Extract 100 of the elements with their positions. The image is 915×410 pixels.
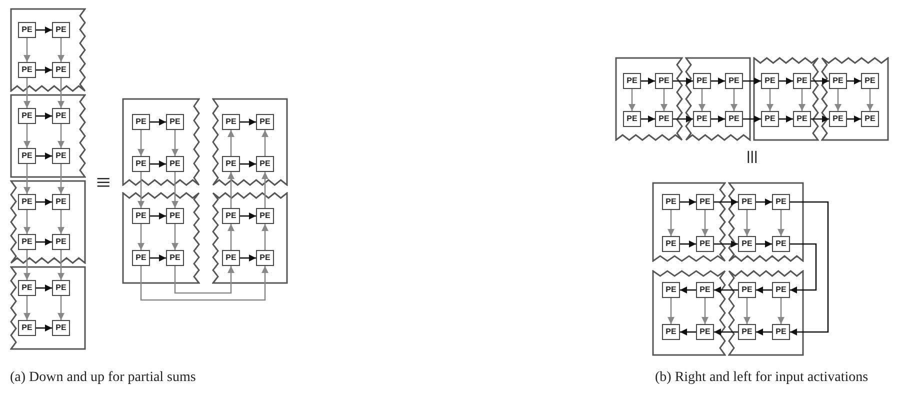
arrow	[711, 116, 725, 122]
arrow	[766, 89, 774, 111]
arrow	[138, 172, 144, 208]
caption: (b) Right and left for input activations	[655, 370, 868, 386]
arrow	[138, 130, 144, 156]
processing-element-box: PE	[222, 208, 240, 224]
processing-element-box: PE	[222, 114, 240, 130]
processing-element-box: PE	[696, 194, 714, 210]
arrow	[36, 324, 52, 332]
tile-panel	[821, 57, 889, 141]
processing-element-box: PE	[132, 208, 150, 224]
arrow	[24, 250, 30, 280]
arrow	[58, 250, 64, 280]
arrow	[730, 89, 738, 111]
tile-panel	[212, 98, 288, 186]
arrow	[756, 328, 772, 336]
processing-element-box: PE	[655, 111, 673, 127]
processing-element-box: PE	[18, 320, 36, 336]
tile-panel	[10, 8, 86, 92]
processing-element-box: PE	[772, 282, 790, 298]
processing-element-box: PE	[772, 194, 790, 210]
arrow	[150, 160, 166, 168]
arrow	[58, 164, 64, 194]
arrow	[24, 296, 30, 320]
processing-element-box: PE	[738, 324, 756, 340]
tile-panel	[10, 180, 86, 264]
processing-element-box: PE	[772, 324, 790, 340]
processing-element-box: PE	[256, 156, 274, 172]
tile-panel	[652, 182, 726, 262]
arrow	[240, 118, 256, 126]
arrow	[711, 78, 725, 84]
arrow	[714, 240, 738, 248]
processing-element-box: PE	[52, 148, 70, 164]
arrow	[743, 116, 761, 122]
arrow	[36, 66, 52, 74]
processing-element-box: PE	[132, 114, 150, 130]
processing-element-box: PE	[772, 236, 790, 252]
processing-element-box: PE	[222, 250, 240, 266]
processing-element-box: PE	[696, 236, 714, 252]
arrow	[744, 298, 750, 324]
processing-element-box: PE	[256, 208, 274, 224]
arrow	[240, 160, 256, 168]
arrow	[668, 298, 674, 324]
processing-element-box: PE	[861, 73, 879, 89]
arrow	[660, 89, 668, 111]
equivalence-sign: ≡	[96, 168, 111, 198]
processing-element-box: PE	[793, 111, 811, 127]
processing-element-box: PE	[662, 194, 680, 210]
processing-element-box: PE	[861, 111, 879, 127]
arrow	[172, 172, 178, 208]
arrow	[36, 198, 52, 206]
processing-element-box: PE	[725, 73, 743, 89]
arrow	[680, 328, 696, 336]
processing-element-box: PE	[166, 156, 184, 172]
arrow	[24, 78, 30, 108]
arrow	[673, 78, 693, 84]
processing-element-box: PE	[52, 62, 70, 78]
arrow	[790, 201, 829, 336]
arrow	[680, 240, 696, 248]
processing-element-box: PE	[52, 194, 70, 210]
arrow	[641, 78, 655, 84]
processing-element-box: PE	[166, 114, 184, 130]
arrow	[174, 266, 234, 294]
processing-element-box: PE	[829, 111, 847, 127]
processing-element-box: PE	[52, 108, 70, 124]
arrow	[714, 328, 738, 336]
arrow	[778, 210, 784, 236]
processing-element-box: PE	[655, 73, 673, 89]
arrow	[702, 210, 708, 236]
tile-panel	[652, 270, 726, 356]
caption: (a) Down and up for partial sums	[10, 370, 196, 386]
arrow	[778, 298, 784, 324]
arrow	[756, 198, 772, 206]
arrow	[702, 298, 708, 324]
processing-element-box: PE	[132, 250, 150, 266]
processing-element-box: PE	[256, 250, 274, 266]
processing-element-box: PE	[662, 324, 680, 340]
arrow	[58, 210, 64, 234]
tile-panel	[212, 192, 288, 284]
processing-element-box: PE	[623, 73, 641, 89]
processing-element-box: PE	[18, 234, 36, 250]
arrow	[698, 89, 706, 111]
arrow	[847, 78, 861, 84]
arrow	[172, 224, 178, 250]
tile-panel	[615, 57, 683, 141]
arrow	[743, 78, 761, 84]
arrow	[228, 172, 234, 208]
arrow	[36, 152, 52, 160]
tile-panel	[728, 182, 804, 262]
arrow	[680, 198, 696, 206]
arrow	[866, 89, 874, 111]
arrow	[58, 78, 64, 108]
processing-element-box: PE	[18, 22, 36, 38]
arrow	[228, 224, 234, 250]
arrow	[756, 240, 772, 248]
processing-element-box: PE	[829, 73, 847, 89]
arrow	[834, 89, 842, 111]
processing-element-box: PE	[693, 73, 711, 89]
arrow	[744, 210, 750, 236]
arrow	[262, 172, 268, 208]
